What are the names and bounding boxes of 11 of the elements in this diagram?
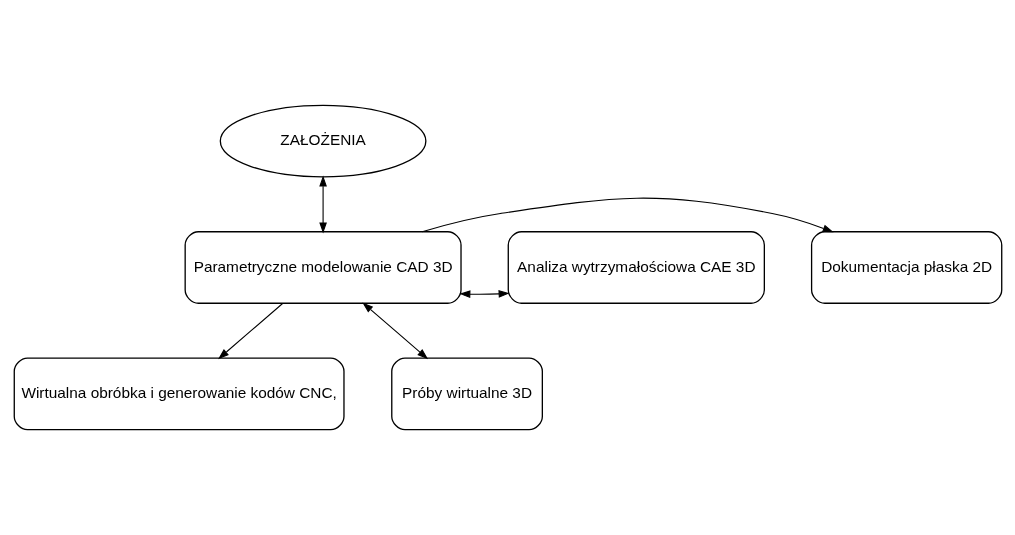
node-box: Parametryczne modelowanie CAD 3D: [184, 231, 462, 304]
node-ellipse: ZAŁOŻENIA: [219, 104, 426, 178]
node-box: Dokumentacja płaska 2D: [810, 231, 1002, 304]
arrow: [458, 290, 510, 299]
arrow: [318, 175, 327, 234]
node-box: Wirtualna obróbka i generowanie kodów CNC,: [13, 357, 345, 431]
node-box: Analiza wytrzymałościowa CAE 3D: [507, 231, 765, 304]
arrow: [217, 302, 283, 360]
arrow: [421, 197, 834, 233]
arrow: [361, 302, 428, 360]
node-box: Próby wirtualne 3D: [390, 357, 543, 431]
